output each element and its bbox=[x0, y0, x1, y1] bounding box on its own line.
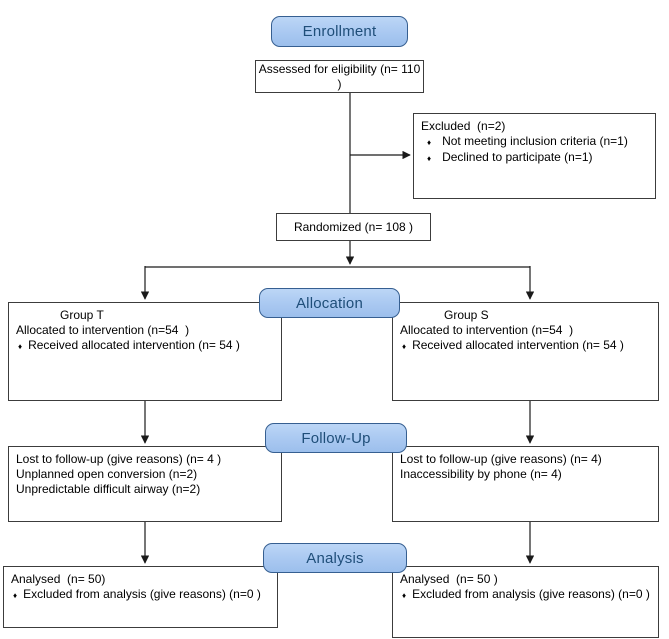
excluded-bullet-2: ♦ Declined to participate (n=1) bbox=[427, 150, 593, 164]
stage-analysis: Analysis bbox=[263, 543, 407, 573]
diamond-bullet-icon: ♦ bbox=[402, 591, 407, 600]
analysis-right-bullet-1: ♦ Excluded from analysis (give reasons) … bbox=[402, 587, 650, 601]
assessed-text: Assessed for eligibility (n= 110 ) bbox=[258, 61, 424, 91]
diamond-bullet-icon: ♦ bbox=[13, 591, 18, 600]
group-s-title: Group S bbox=[444, 308, 489, 322]
randomized-text: Randomized (n= 108 ) bbox=[293, 219, 414, 234]
randomized-box: Randomized (n= 108 ) bbox=[276, 213, 431, 241]
analysis-right-title: Analysed (n= 50 ) bbox=[400, 572, 498, 586]
diamond-bullet-icon: ♦ bbox=[427, 138, 432, 147]
followup-right-box: Lost to follow-up (give reasons) (n= 4) … bbox=[392, 446, 659, 522]
group-s-box: Group S Allocated to intervention (n=54 … bbox=[392, 302, 659, 401]
group-t-title: Group T bbox=[60, 308, 104, 322]
analysis-left-box: Analysed (n= 50) ♦ Excluded from analysi… bbox=[3, 566, 278, 628]
analysis-left-title: Analysed (n= 50) bbox=[11, 572, 106, 586]
group-s-allocated: Allocated to intervention (n=54 ) bbox=[400, 323, 574, 337]
diamond-bullet-icon: ♦ bbox=[402, 342, 407, 351]
group-s-bullet-1: ♦ Received allocated intervention (n= 54… bbox=[402, 338, 624, 352]
group-t-bullet-1: ♦ Received allocated intervention (n= 54… bbox=[18, 338, 240, 352]
diamond-bullet-icon: ♦ bbox=[18, 342, 23, 351]
stage-allocation: Allocation bbox=[259, 288, 400, 318]
analysis-left-bullet-1: ♦ Excluded from analysis (give reasons) … bbox=[13, 587, 261, 601]
excluded-box: Excluded (n=2) ♦ Not meeting inclusion c… bbox=[413, 113, 656, 199]
excluded-title: Excluded (n=2) bbox=[421, 119, 506, 133]
group-t-allocated: Allocated to intervention (n=54 ) bbox=[16, 323, 190, 337]
analysis-right-box: Analysed (n= 50 ) ♦ Excluded from analys… bbox=[392, 566, 659, 638]
group-t-box: Group T Allocated to intervention (n=54 … bbox=[8, 302, 282, 401]
assessed-box: Assessed for eligibility (n= 110 ) bbox=[255, 60, 424, 93]
stage-enrollment: Enrollment bbox=[271, 16, 408, 47]
stage-followup: Follow-Up bbox=[265, 423, 407, 453]
diamond-bullet-icon: ♦ bbox=[427, 154, 432, 163]
excluded-bullet-1: ♦ Not meeting inclusion criteria (n=1) bbox=[427, 134, 628, 148]
followup-left-box: Lost to follow-up (give reasons) (n= 4 )… bbox=[8, 446, 282, 522]
